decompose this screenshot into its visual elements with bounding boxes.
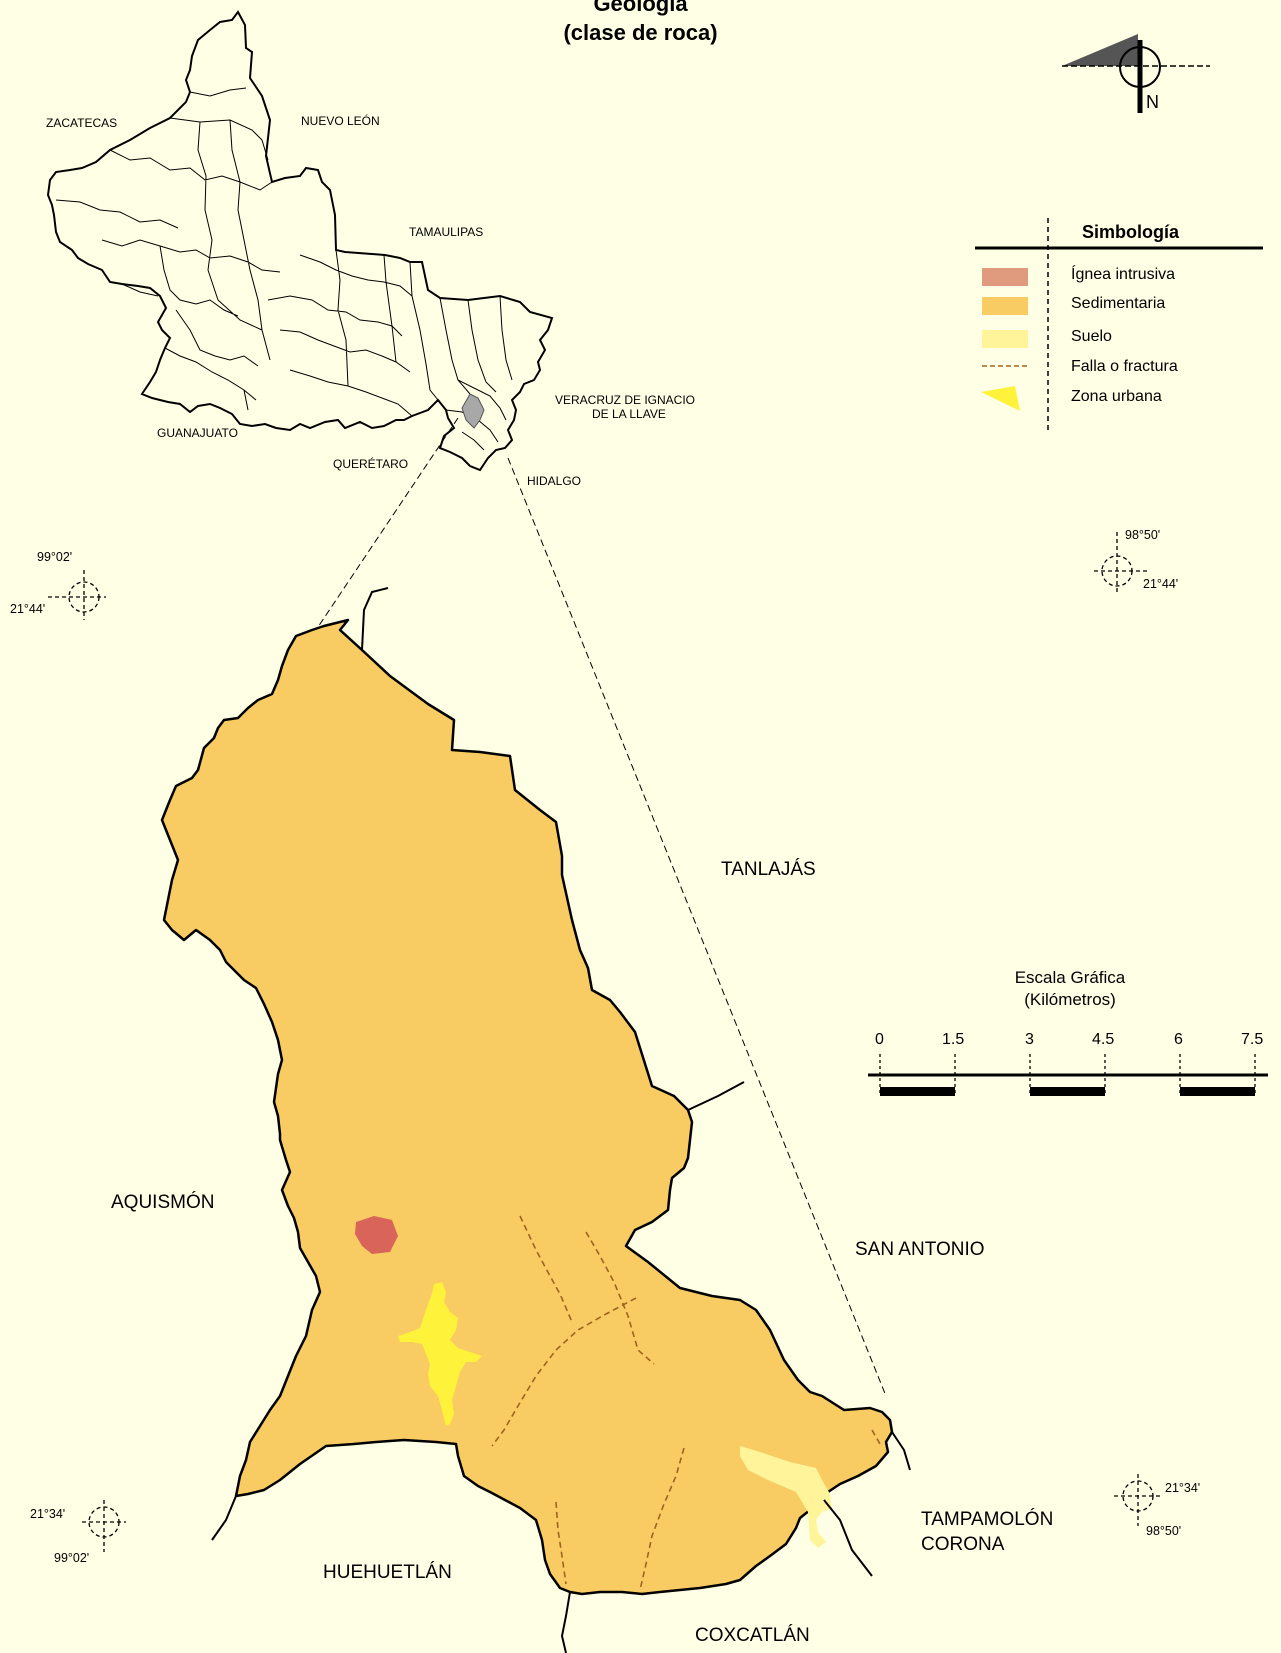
scale-tick-4-5: 4.5 bbox=[1092, 1031, 1115, 1048]
legend-label-falla: Falla o fractura bbox=[1071, 358, 1178, 375]
legend-label-sedimentaria: Sedimentaria bbox=[1071, 295, 1166, 312]
scale-tick-0: 0 bbox=[875, 1031, 884, 1048]
legend-title: Simbología bbox=[1082, 222, 1180, 242]
neighbor-label-huehuetlan: HUEHUETLÁN bbox=[323, 1562, 452, 1583]
title-line-2: (clase de roca) bbox=[563, 20, 718, 45]
crosshair-sw bbox=[82, 1500, 126, 1552]
state-label-zacatecas: ZACATECAS bbox=[46, 116, 118, 130]
coord-se-lat: 21°34' bbox=[1165, 1481, 1201, 1495]
scale-title-text: Escala Gráfica bbox=[1014, 968, 1126, 987]
coord-se-lon: 98°50' bbox=[1146, 1524, 1182, 1538]
title-line-1: Geología bbox=[593, 0, 688, 16]
municipality-map bbox=[160, 587, 911, 1653]
suelo-swatch bbox=[982, 330, 1028, 348]
neighbor-label-aquismon: AQUISMÓN bbox=[111, 1192, 215, 1213]
neighbor-label-tanlajas: TANLAJÁS bbox=[721, 859, 816, 880]
scale-title: Escala Gráfica (Kilómetros) bbox=[950, 967, 1190, 1011]
state-label-veracruz-1: VERACRUZ DE IGNACIO bbox=[555, 393, 696, 407]
external-boundaries bbox=[211, 587, 911, 1653]
coord-sw-lat: 21°34' bbox=[30, 1507, 66, 1521]
legend-frame bbox=[975, 218, 1263, 430]
falla-lines bbox=[491, 1215, 881, 1591]
state-label-tamaulipas: TAMAULIPAS bbox=[409, 225, 484, 239]
state-label-nuevo-leon: NUEVO LEÓN bbox=[301, 114, 380, 128]
state-label-veracruz-2: DE LA LLAVE bbox=[592, 407, 666, 421]
coord-sw-lon: 99°02' bbox=[54, 1551, 90, 1565]
neighbor-label-san-antonio: SAN ANTONIO bbox=[855, 1239, 985, 1260]
locator-map bbox=[46, 10, 554, 472]
scale-tick-3: 3 bbox=[1025, 1031, 1034, 1048]
sedimentaria-area bbox=[160, 618, 894, 1596]
coord-ne-lon: 98°50' bbox=[1125, 528, 1161, 542]
coord-ne-lat: 21°44' bbox=[1143, 577, 1179, 591]
scale-unit-text: (Kilómetros) bbox=[1024, 990, 1116, 1009]
zoom-lines bbox=[311, 417, 887, 1397]
sedimentaria-swatch bbox=[982, 297, 1028, 315]
legend-label-suelo: Suelo bbox=[1071, 328, 1112, 345]
crosshair-se bbox=[1114, 1474, 1162, 1526]
north-arrow-icon bbox=[1062, 34, 1210, 113]
scale-bar bbox=[868, 1054, 1268, 1096]
coord-nw-lat: 21°44' bbox=[10, 602, 46, 616]
zona-urbana-area bbox=[398, 1282, 482, 1426]
ignea-intrusiva-area bbox=[355, 1216, 398, 1254]
legend-label-zona-urbana: Zona urbana bbox=[1071, 388, 1162, 405]
state-label-hidalgo: HIDALGO bbox=[527, 474, 582, 488]
ignea-intrusiva-swatch bbox=[982, 268, 1028, 286]
state-label-queretaro: QUERÉTARO bbox=[333, 457, 409, 471]
locator-state-outline bbox=[46, 10, 554, 472]
crosshair-ne bbox=[1094, 532, 1148, 594]
neighbor-label-tampamolon: TAMPAMOLÓN bbox=[921, 1509, 1054, 1530]
neighbor-label-coxcatlan: COXCATLÁN bbox=[695, 1625, 810, 1646]
scale-tick-1-5: 1.5 bbox=[942, 1031, 965, 1048]
neighbor-label-corona: CORONA bbox=[921, 1534, 1005, 1555]
state-label-guanajuato: GUANAJUATO bbox=[157, 426, 238, 440]
locator-highlight-municipality bbox=[461, 393, 485, 429]
coord-nw-lon: 99°02' bbox=[37, 550, 73, 564]
crosshair-nw bbox=[48, 570, 106, 620]
scale-tick-6: 6 bbox=[1174, 1031, 1183, 1048]
north-label: N bbox=[1146, 92, 1159, 112]
locator-municipal-boundaries bbox=[55, 87, 513, 451]
scale-tick-7-5: 7.5 bbox=[1241, 1031, 1264, 1048]
suelo-area bbox=[740, 1446, 832, 1548]
legend-label-ignea-intrusiva: Ígnea intrusiva bbox=[1071, 266, 1176, 283]
